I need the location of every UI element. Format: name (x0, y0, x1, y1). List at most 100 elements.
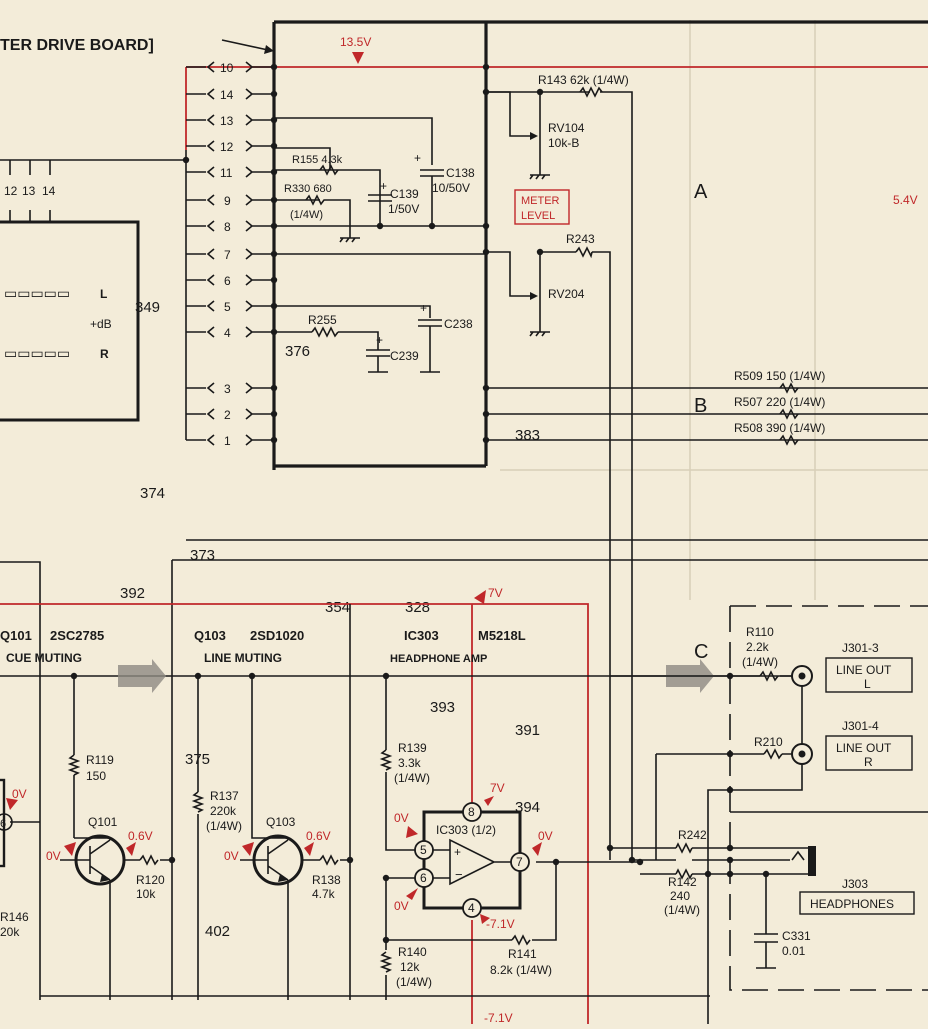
connector-pin-14: 14 (186, 88, 274, 102)
r509-label: R509 150 (1/4W) (734, 369, 825, 383)
r140-label: R140 (398, 945, 427, 959)
junction-dot (270, 116, 278, 124)
voltage-q103-b: 0V (224, 849, 239, 863)
c239-plus: + (376, 333, 383, 347)
r330-watt: (1/4W) (290, 209, 323, 221)
q103-heading-name: Q103 (194, 628, 226, 643)
r146-value: 20k (0, 925, 20, 939)
r138-label: R138 (312, 873, 341, 887)
connector-pin-5: 5 (186, 300, 274, 314)
junction-dot (70, 672, 78, 680)
background-marks: A B C 349 374 376 383 373 392 375 393 39… (120, 20, 928, 940)
meter-level-text-2: LEVEL (521, 210, 555, 222)
junction-dot (726, 672, 734, 680)
connector-pin-9: 9 (186, 194, 274, 208)
c139-value: 1/50V (388, 202, 419, 216)
c138-plus: + (414, 151, 421, 165)
voltage-ic-pin6: 0V (394, 899, 409, 913)
board-pin-12: 12 (4, 184, 18, 198)
junction-dot (636, 858, 644, 866)
connector-pin-label: 13 (220, 114, 234, 128)
bg-mark-b: B (694, 395, 707, 417)
voltage-ic-pin8: 7V (490, 781, 505, 795)
voltage-q103-c: 0.6V (306, 829, 331, 843)
connector-pin-4: 4 (186, 326, 274, 340)
connector-pin-label: 8 (224, 220, 231, 234)
voltage-q101-c: 0.6V (128, 829, 153, 843)
junction-dot (726, 786, 734, 794)
voltage-neg-rail: -7.1V (484, 1011, 513, 1024)
connector-pin-label: 14 (220, 88, 234, 102)
ic-pin-4: 4 (468, 901, 475, 915)
j301-4-label: J301-4 (842, 719, 879, 733)
bg-mark-349: 349 (135, 299, 160, 316)
q101-label: Q101 (88, 815, 118, 829)
junction-dot (270, 63, 278, 71)
junction-dot (270, 436, 278, 444)
display-l-label: L (100, 287, 107, 301)
rv104-label: RV104 (548, 121, 585, 135)
meter-drive-section: TER DRIVE BOARD] 13.5V 5.4V 12 13 14 ▭▭▭… (0, 20, 928, 860)
r508-label: R508 390 (1/4W) (734, 421, 825, 435)
r146-label: R146 (0, 910, 29, 924)
connector-pin-label: 9 (224, 194, 231, 208)
junction-dot (536, 88, 544, 96)
ic-minus-sign: − (455, 867, 463, 882)
junction-dot (552, 858, 560, 866)
ic303-heading-func: HEADPHONE AMP (390, 653, 487, 665)
ic-plus-sign: + (454, 845, 461, 859)
ic-pin-circle (462, 802, 482, 822)
lineout-l-text-1: LINE OUT (836, 663, 892, 677)
c139-plus: + (380, 179, 387, 193)
junction-dot (376, 222, 384, 230)
bg-mark-391: 391 (515, 722, 540, 739)
connector-pin-2: 2 (186, 408, 274, 422)
q101-heading-name: Q101 (0, 628, 32, 643)
junction-dots (70, 63, 770, 944)
r142-label: R142 (668, 875, 697, 889)
c331-label: C331 (782, 929, 811, 943)
bg-mark-374: 374 (140, 485, 165, 502)
connector-pin-label: 4 (224, 326, 231, 340)
junction-dot (270, 302, 278, 310)
rv104-value: 10k-B (548, 136, 579, 150)
voltage-ic-pin5: 0V (394, 811, 409, 825)
junction-dot (182, 156, 190, 164)
ic303-half-label: IC303 (1/2) (436, 823, 496, 837)
junction-dot (482, 436, 490, 444)
r110-watt: (1/4W) (742, 655, 778, 669)
connector-pin-13: 13 (186, 114, 274, 128)
junction-dot (270, 90, 278, 98)
r119-label: R119 (86, 753, 114, 767)
r242-label: R242 (678, 828, 707, 842)
connector-pin-8: 8 (186, 220, 274, 234)
r139-label: R139 (398, 741, 427, 755)
rv204-label: RV204 (548, 287, 585, 301)
ic-pin-circle (462, 898, 482, 918)
q103-heading-type: 2SD1020 (250, 628, 304, 643)
junction-dot (726, 856, 734, 864)
junction-dot (536, 248, 544, 256)
bg-mark-376: 376 (285, 343, 310, 360)
board-pin-14: 14 (42, 184, 56, 198)
junction-dot (382, 874, 390, 882)
junction-dot (270, 250, 278, 258)
junction-dot (248, 672, 256, 680)
c238-label: C238 (444, 317, 473, 331)
board-pin-13: 13 (22, 184, 36, 198)
c138-value: 10/50V (432, 181, 470, 195)
junction-dot (762, 870, 770, 878)
junction-dot (606, 844, 614, 852)
display-r-label: R (100, 347, 109, 361)
connector-pin-label: 10 (220, 61, 234, 75)
bg-mark-393: 393 (430, 699, 455, 716)
ic303-heading-type: M5218L (478, 628, 526, 643)
junction-dot (346, 856, 354, 864)
voltage-13-5: 13.5V (340, 35, 371, 49)
bg-mark-373: 373 (190, 547, 215, 564)
junction-dot (270, 142, 278, 150)
junction-dot (482, 248, 490, 256)
connector-pin-label: 2 (224, 408, 231, 422)
junction-dot (726, 870, 734, 878)
